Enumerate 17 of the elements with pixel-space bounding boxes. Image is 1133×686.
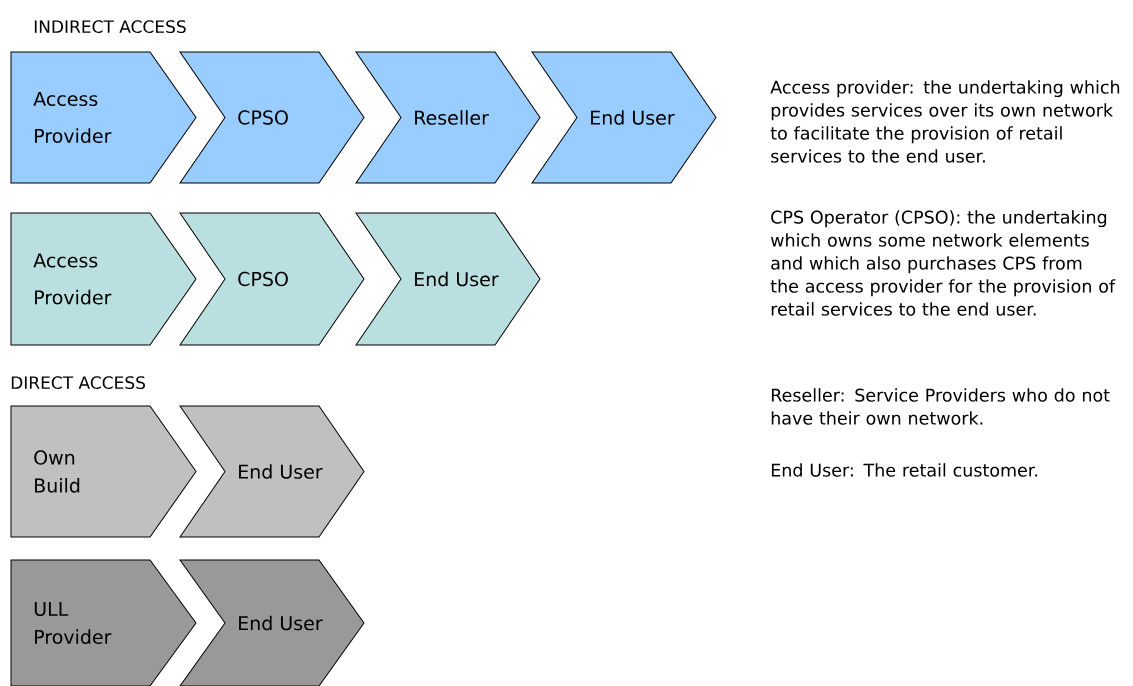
- process-step: End User: [531, 51, 717, 184]
- process-step: CPSO: [179, 212, 365, 346]
- process-step: Reseller: [355, 51, 541, 184]
- process-step: End User: [179, 405, 365, 538]
- definition-text: Reseller: Service Providers who do not have their own network.: [771, 388, 1110, 425]
- process-step: CPSO: [179, 51, 365, 184]
- section-heading: DIRECT ACCESS: [11, 376, 145, 390]
- definition-text: CPS Operator (CPSO): the undertaking which owns some network elements and which also purchases CPS from the access provider for the provision of retail services to the end user.: [770, 210, 1116, 316]
- process-step: Access Provider: [10, 212, 197, 346]
- definition-text: Access provider: the undertaking which provides services over its own network to facilitate the provision of retail services to the end user.: [770, 80, 1120, 163]
- process-step: ULL Provider: [10, 559, 197, 686]
- process-step: Access Provider: [10, 51, 197, 184]
- process-step: End User: [355, 212, 541, 346]
- section-heading: INDIRECT ACCESS: [34, 20, 186, 34]
- process-step: End User: [179, 559, 365, 686]
- process-step: Own Build: [10, 405, 197, 538]
- definition-text: End User: The retail customer.: [771, 463, 1038, 477]
